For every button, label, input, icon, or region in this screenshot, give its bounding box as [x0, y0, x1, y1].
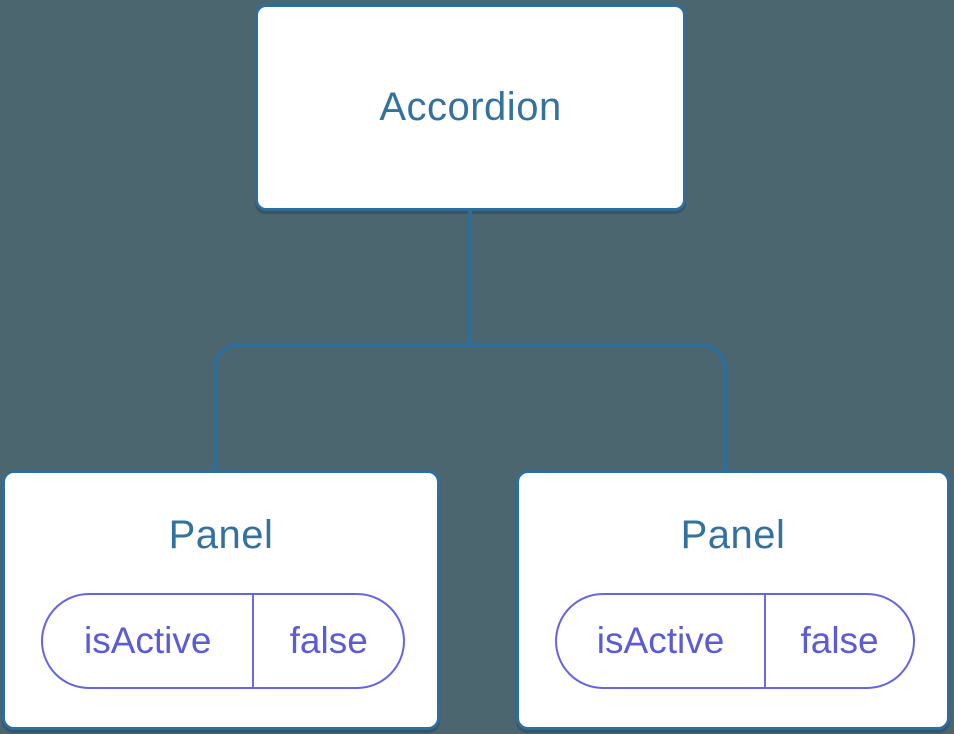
state-value: false — [764, 595, 913, 687]
panel-node-label: Panel — [680, 513, 786, 557]
state-value: false — [252, 595, 403, 687]
state-pill: isActive false — [555, 593, 915, 689]
state-pill: isActive false — [41, 593, 405, 689]
connector-bracket — [213, 343, 727, 471]
state-key: isActive — [83, 620, 212, 661]
panel-node-right: Panel isActive false — [516, 470, 950, 730]
state-key: isActive — [596, 620, 725, 661]
accordion-node-label: Accordion — [379, 85, 562, 129]
panel-node-left: Panel isActive false — [2, 470, 440, 730]
accordion-node: Accordion — [255, 4, 686, 211]
connector-stem — [468, 210, 472, 345]
panel-node-label: Panel — [168, 513, 274, 557]
